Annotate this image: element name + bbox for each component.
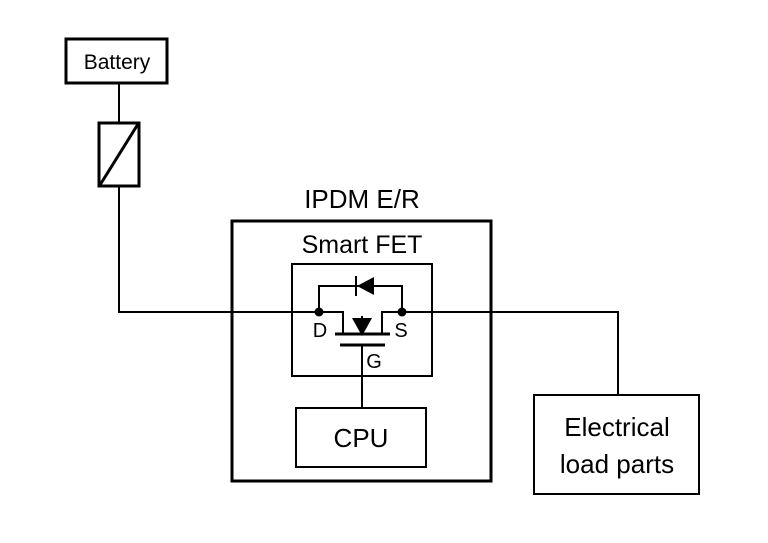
mosfet-icon xyxy=(319,311,402,347)
wire-fuse-ipdm xyxy=(118,186,222,313)
fuse-icon xyxy=(97,121,141,188)
cpu-box xyxy=(295,407,427,468)
gate-label: G xyxy=(366,351,382,373)
battery-box xyxy=(64,37,169,85)
source-label: S xyxy=(394,320,407,342)
smart-fet-label: Smart FET xyxy=(302,231,423,259)
body-diode-icon xyxy=(318,276,403,312)
ipdm-title: IPDM E/R xyxy=(304,184,420,214)
ipdm-box xyxy=(230,219,493,483)
load-label-line2: load parts xyxy=(560,449,674,479)
load-label-line1: Electrical xyxy=(564,412,669,442)
drain-label: D xyxy=(313,320,327,342)
wire-source-load xyxy=(402,311,619,395)
battery-block: Battery xyxy=(64,37,169,85)
battery-label: Battery xyxy=(84,51,151,74)
load-box xyxy=(533,394,700,495)
cpu-label: CPU xyxy=(334,423,389,453)
